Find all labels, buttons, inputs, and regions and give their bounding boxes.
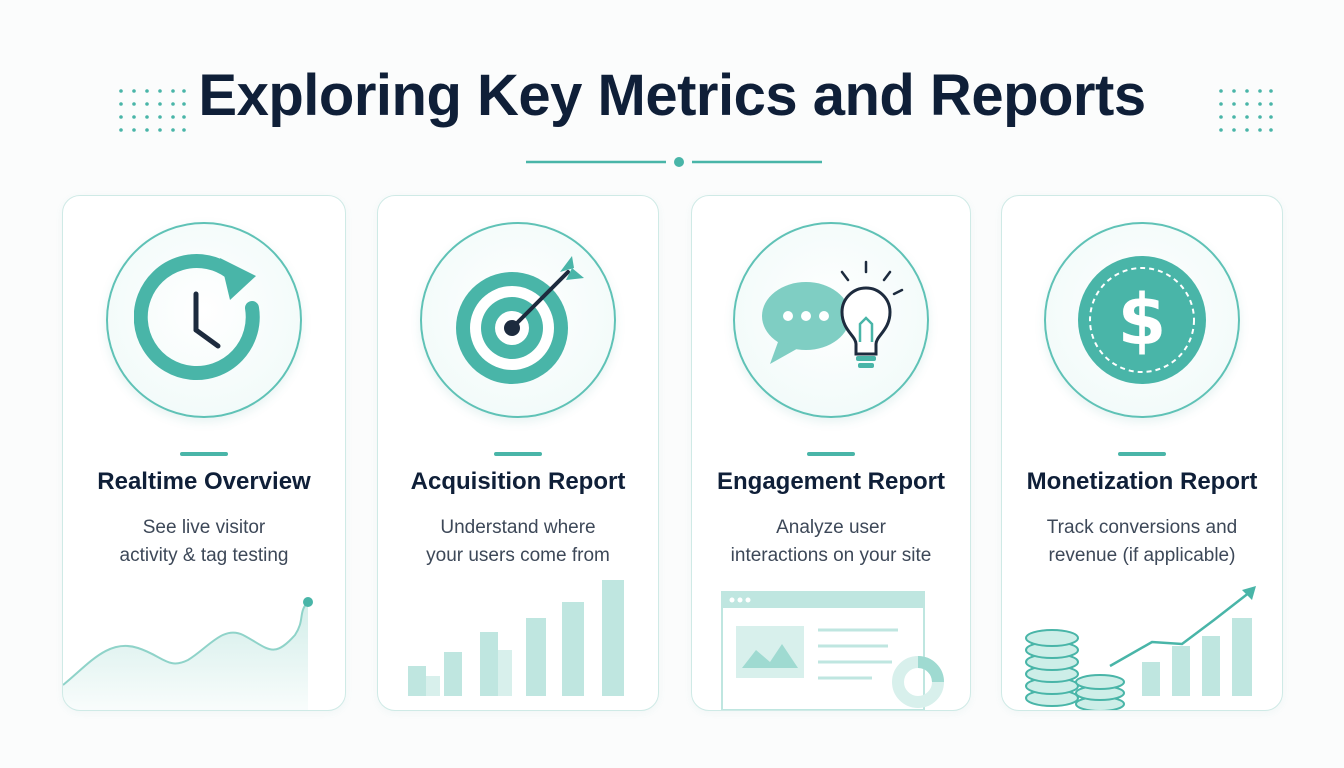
icon-circle xyxy=(733,222,929,418)
card-description: Understand where your users come from xyxy=(426,517,610,566)
card-description: Track conversions and revenue (if applic… xyxy=(1046,517,1238,566)
svg-text:$: $ xyxy=(1118,279,1167,361)
line-graph-decoration xyxy=(63,597,313,710)
dot-grid-right xyxy=(1219,89,1273,132)
coins-growth-decoration xyxy=(1025,586,1256,710)
accent-line xyxy=(1118,452,1166,456)
card-description: Analyze user interactions on your site xyxy=(730,517,932,566)
accent-line xyxy=(180,452,228,456)
browser-window-decoration xyxy=(721,591,944,710)
icon-circle xyxy=(420,222,616,418)
card-title: Acquisition Report xyxy=(410,468,626,495)
card-realtime-overview: Realtime Overview See live visitor activ… xyxy=(62,195,346,711)
page-title: Exploring Key Metrics and Reports xyxy=(198,63,1146,128)
bar-graph-decoration xyxy=(408,580,624,696)
card-acquisition-report: Acquisition Report Understand where your… xyxy=(377,195,659,711)
dollar-coin-icon: $ xyxy=(1078,256,1206,384)
icon-circle: $ xyxy=(1044,222,1240,418)
title-divider xyxy=(526,157,822,167)
target-arrow-icon xyxy=(456,256,584,384)
accent-line xyxy=(807,452,855,456)
card-title: Realtime Overview xyxy=(97,468,311,495)
card-title: Engagement Report xyxy=(716,468,946,495)
chat-lightbulb-icon xyxy=(762,260,904,368)
card-monetization-report: $ Monetization Report Track conversions … xyxy=(1001,195,1283,711)
accent-line xyxy=(494,452,542,456)
card-title: Monetization Report xyxy=(1026,468,1258,495)
dot-grid-left xyxy=(119,89,186,132)
card-engagement-report: Engagement Report Analyze user interacti… xyxy=(691,195,971,711)
card-description: See live visitor activity & tag testing xyxy=(119,517,289,566)
clock-refresh-icon xyxy=(134,254,260,381)
icon-circle xyxy=(106,222,302,418)
